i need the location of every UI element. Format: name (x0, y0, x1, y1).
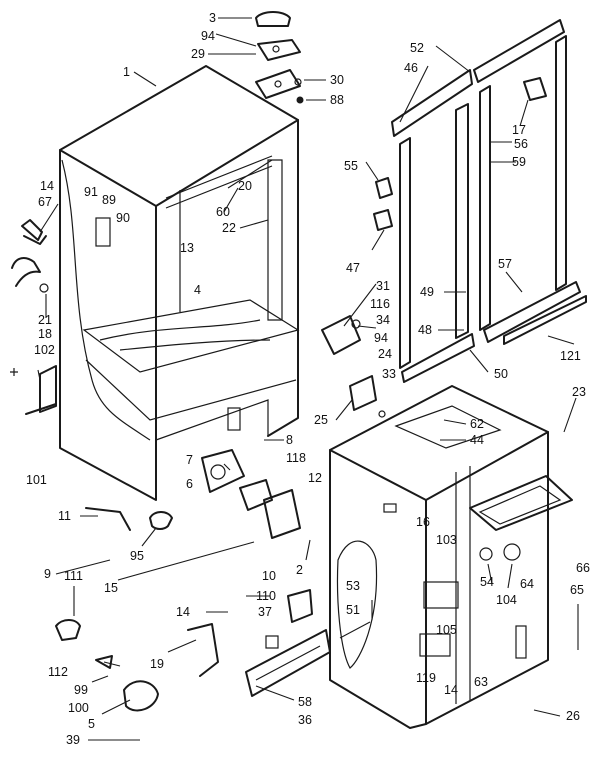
callout-99: 99 (74, 683, 88, 697)
callout-25: 25 (314, 413, 328, 427)
callout-102: 102 (34, 343, 55, 357)
callout-24: 24 (378, 347, 392, 361)
freezer-liner (329, 385, 573, 729)
callout-58: 58 (298, 695, 312, 709)
callout-39: 39 (66, 733, 80, 747)
callout-34: 34 (376, 313, 390, 327)
callout-63: 63 (474, 675, 488, 689)
callout-110: 110 (256, 589, 276, 603)
callout-112: 112 (48, 665, 68, 679)
callout-55: 55 (344, 159, 358, 173)
callout-65: 65 (570, 583, 584, 597)
callout-44: 44 (470, 433, 484, 447)
callout-36: 36 (298, 713, 312, 727)
callout-1: 1 (123, 65, 130, 79)
callout-12: 12 (308, 471, 322, 485)
callout-56: 56 (514, 137, 528, 151)
callout-labels: 3 94 29 1 30 88 52 46 17 56 59 14 67 91 … (26, 11, 590, 747)
callout-116: 116 (370, 297, 390, 311)
callout-8: 8 (286, 433, 293, 447)
callout-53: 53 (346, 579, 360, 593)
callout-88: 88 (330, 93, 344, 107)
callout-29: 29 (191, 47, 205, 61)
callout-37: 37 (258, 605, 272, 619)
callout-50: 50 (494, 367, 508, 381)
callout-30: 30 (330, 73, 344, 87)
callout-46: 46 (404, 61, 418, 75)
callout-111: 111 (64, 569, 83, 583)
callout-100: 100 (68, 701, 89, 715)
left-hardware (10, 219, 57, 415)
lower-parts (55, 449, 331, 712)
callout-52: 52 (410, 41, 424, 55)
callout-48: 48 (418, 323, 432, 337)
callout-105: 105 (436, 623, 457, 637)
callout-104: 104 (496, 593, 517, 607)
callout-118: 118 (286, 451, 306, 465)
cabinet-shell (59, 65, 300, 501)
callout-121: 121 (560, 349, 581, 363)
callout-18: 18 (38, 327, 52, 341)
callout-59: 59 (512, 155, 526, 169)
callout-16: 16 (416, 515, 430, 529)
callout-9: 9 (44, 567, 51, 581)
callout-47: 47 (346, 261, 360, 275)
callout-11: 11 (58, 509, 71, 523)
callout-94-mid: 94 (374, 331, 388, 345)
callout-14-mid: 14 (176, 605, 190, 619)
callout-13: 13 (180, 241, 194, 255)
leader-lines (37, 17, 579, 741)
callout-26: 26 (566, 709, 580, 723)
callout-62: 62 (470, 417, 484, 431)
callout-15: 15 (104, 581, 118, 595)
callout-90: 90 (116, 211, 130, 225)
callout-3: 3 (209, 11, 216, 25)
callout-20: 20 (238, 179, 252, 193)
callout-6: 6 (186, 477, 193, 491)
callout-101: 101 (26, 473, 47, 487)
callout-7: 7 (186, 453, 193, 467)
callout-51: 51 (346, 603, 360, 617)
callout-95: 95 (130, 549, 144, 563)
callout-60: 60 (216, 205, 230, 219)
callout-89: 89 (102, 193, 116, 207)
hinge-bracket (321, 315, 386, 418)
callout-31: 31 (376, 279, 390, 293)
callout-66: 66 (576, 561, 590, 575)
callout-57: 57 (498, 257, 512, 271)
callout-22: 22 (222, 221, 236, 235)
top-hinge-parts (255, 11, 304, 104)
callout-19: 19 (150, 657, 164, 671)
callout-103: 103 (436, 533, 457, 547)
callout-10: 10 (262, 569, 276, 583)
callout-21: 21 (38, 313, 52, 327)
callout-91: 91 (84, 185, 98, 199)
callout-94: 94 (201, 29, 215, 43)
callout-4: 4 (194, 283, 201, 297)
callout-33: 33 (382, 367, 396, 381)
callout-54: 54 (480, 575, 494, 589)
callout-49: 49 (420, 285, 434, 299)
callout-14-low: 14 (444, 683, 458, 697)
callout-64: 64 (520, 577, 534, 591)
callout-2: 2 (296, 563, 303, 577)
callout-119: 119 (416, 671, 436, 685)
callout-23: 23 (572, 385, 586, 399)
callout-14-top: 14 (40, 179, 54, 193)
callout-67: 67 (38, 195, 52, 209)
callout-17: 17 (512, 123, 526, 137)
callout-5: 5 (88, 717, 95, 731)
door-liners (373, 19, 587, 383)
